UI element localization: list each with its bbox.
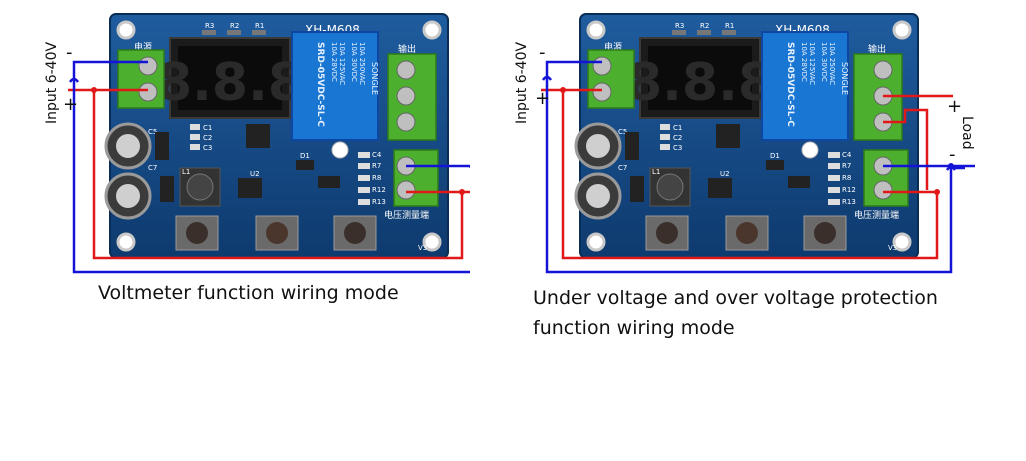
red-loop xyxy=(561,90,939,260)
svg-text:C3: C3 xyxy=(673,144,682,152)
electrolytic-capacitors xyxy=(574,122,622,220)
blue-wire-power xyxy=(545,60,602,78)
svg-text:R12: R12 xyxy=(842,186,856,194)
svg-text:D1: D1 xyxy=(770,152,780,160)
svg-text:SRD-05VDC-SL-C: SRD-05VDC-SL-C xyxy=(785,42,795,127)
electrolytic-capacitors xyxy=(104,122,152,220)
wires xyxy=(68,60,470,274)
input-voltage-label: Input 6-40V xyxy=(514,42,530,124)
svg-text:R3: R3 xyxy=(675,22,684,30)
ic-chip xyxy=(246,124,270,148)
svg-text:R7: R7 xyxy=(372,162,381,170)
svg-text:10A 30VDC: 10A 30VDC xyxy=(820,42,828,82)
led-display: 8.8.8 xyxy=(626,37,774,119)
red-wire-output-bridge xyxy=(883,108,929,190)
svg-text:C4: C4 xyxy=(842,151,852,159)
svg-text:D1: D1 xyxy=(300,152,310,160)
svg-text:SONGLE: SONGLE xyxy=(370,62,379,95)
protection-caption: Under voltage and over voltage protectio… xyxy=(533,283,938,343)
red-loop xyxy=(92,90,464,260)
voltmeter-caption: Voltmeter function wiring mode xyxy=(98,278,399,308)
smd-capacitors: C1 C2 C3 C5 C7 xyxy=(148,124,212,172)
svg-text:SRD-05VDC-SL-C: SRD-05VDC-SL-C xyxy=(315,42,325,127)
svg-text:R13: R13 xyxy=(842,198,856,206)
power-terminal xyxy=(587,49,635,109)
svg-text:C7: C7 xyxy=(148,164,157,172)
wires xyxy=(541,60,975,274)
resistor-label-r3: R3 xyxy=(205,22,214,30)
svg-text:R1: R1 xyxy=(725,22,734,30)
led-display: 8.8.8 xyxy=(156,37,304,119)
svg-text:L1: L1 xyxy=(182,168,190,176)
caption-line: Under voltage and over voltage protectio… xyxy=(533,287,938,309)
svg-text:10A 250VAC: 10A 250VAC xyxy=(358,42,366,85)
ic-chip xyxy=(716,124,740,148)
svg-text:10A 28VDC: 10A 28VDC xyxy=(330,42,338,82)
output-terminal xyxy=(853,53,903,141)
svg-text:R7: R7 xyxy=(842,162,851,170)
svg-text:U2: U2 xyxy=(250,170,260,178)
input-minus-label: - xyxy=(66,42,73,63)
svg-text:C3: C3 xyxy=(203,144,212,152)
measure-terminal xyxy=(863,149,909,207)
svg-text:SONGLE: SONGLE xyxy=(840,62,849,95)
svg-text:10A 30VDC: 10A 30VDC xyxy=(350,42,358,82)
svg-text:C1: C1 xyxy=(203,124,212,132)
input-plus-label: + xyxy=(535,88,550,109)
inductor: L1 xyxy=(649,167,691,207)
svg-text:V3: V3 xyxy=(418,244,427,252)
svg-text:R8: R8 xyxy=(842,174,851,182)
inductor: L1 xyxy=(179,167,221,207)
svg-text:C5: C5 xyxy=(148,128,157,136)
resistor-label-r2: R2 xyxy=(230,22,239,30)
output-terminal-label: 输出 xyxy=(868,43,886,55)
output-terminal-label: 输出 xyxy=(398,43,416,55)
svg-text:10A 28VDC: 10A 28VDC xyxy=(800,42,808,82)
input-plus-label: + xyxy=(63,94,78,115)
svg-text:10A 125VAC: 10A 125VAC xyxy=(808,42,816,85)
blue-loop xyxy=(545,78,965,274)
load-minus-label: - xyxy=(949,144,956,165)
display-digits: 8.8.8 xyxy=(156,53,304,113)
tactile-buttons xyxy=(645,215,847,251)
load-label: Load xyxy=(959,116,975,150)
blue-loop xyxy=(72,80,470,274)
output-terminal xyxy=(387,53,437,141)
resistor-label-r1: R1 xyxy=(255,22,264,30)
caption-line: function wiring mode xyxy=(533,317,735,339)
svg-text:C2: C2 xyxy=(203,134,212,142)
mounting-holes xyxy=(586,20,912,252)
display-digits: 8.8.8 xyxy=(626,53,774,113)
protection-wiring-diagram: XH-M608 R3 R2 R1 电源 输出 8.8.8 10A 250VAC … xyxy=(514,13,975,274)
smd-capacitors: C1 C2 C3 C5 C7 xyxy=(618,124,682,172)
svg-text:R2: R2 xyxy=(700,22,709,30)
svg-text:C1: C1 xyxy=(673,124,682,132)
measure-terminal-label: 电压测量端 xyxy=(854,209,899,221)
svg-text:C5: C5 xyxy=(618,128,627,136)
relay: 10A 250VAC 10A 30VDC 10A 125VAC 10A 28VD… xyxy=(291,31,379,141)
measure-terminal-label: 电压测量端 xyxy=(384,209,429,221)
tactile-buttons xyxy=(175,215,377,251)
blue-wire-power xyxy=(72,60,148,80)
svg-text:C4: C4 xyxy=(372,151,382,159)
caption-line: Voltmeter function wiring mode xyxy=(98,282,399,304)
svg-text:V3: V3 xyxy=(888,244,897,252)
svg-text:R12: R12 xyxy=(372,186,386,194)
load-plus-label: + xyxy=(947,96,962,117)
voltmeter-wiring-diagram: XH-M608 R3 R2 R1 电源 输出 8.8.8 10A 250VAC … xyxy=(44,13,470,274)
input-minus-label: - xyxy=(539,42,546,63)
mounting-holes xyxy=(116,20,442,252)
measure-terminal xyxy=(393,149,439,207)
svg-text:R8: R8 xyxy=(372,174,381,182)
svg-text:U2: U2 xyxy=(720,170,730,178)
input-voltage-label: Input 6-40V xyxy=(44,42,60,124)
svg-text:10A 250VAC: 10A 250VAC xyxy=(828,42,836,85)
svg-text:10A 125VAC: 10A 125VAC xyxy=(338,42,346,85)
relay: 10A 250VAC 10A 30VDC 10A 125VAC 10A 28VD… xyxy=(761,31,849,141)
svg-text:C2: C2 xyxy=(673,134,682,142)
power-terminal xyxy=(117,49,165,109)
svg-text:C7: C7 xyxy=(618,164,627,172)
svg-text:L1: L1 xyxy=(652,168,660,176)
svg-text:R13: R13 xyxy=(372,198,386,206)
